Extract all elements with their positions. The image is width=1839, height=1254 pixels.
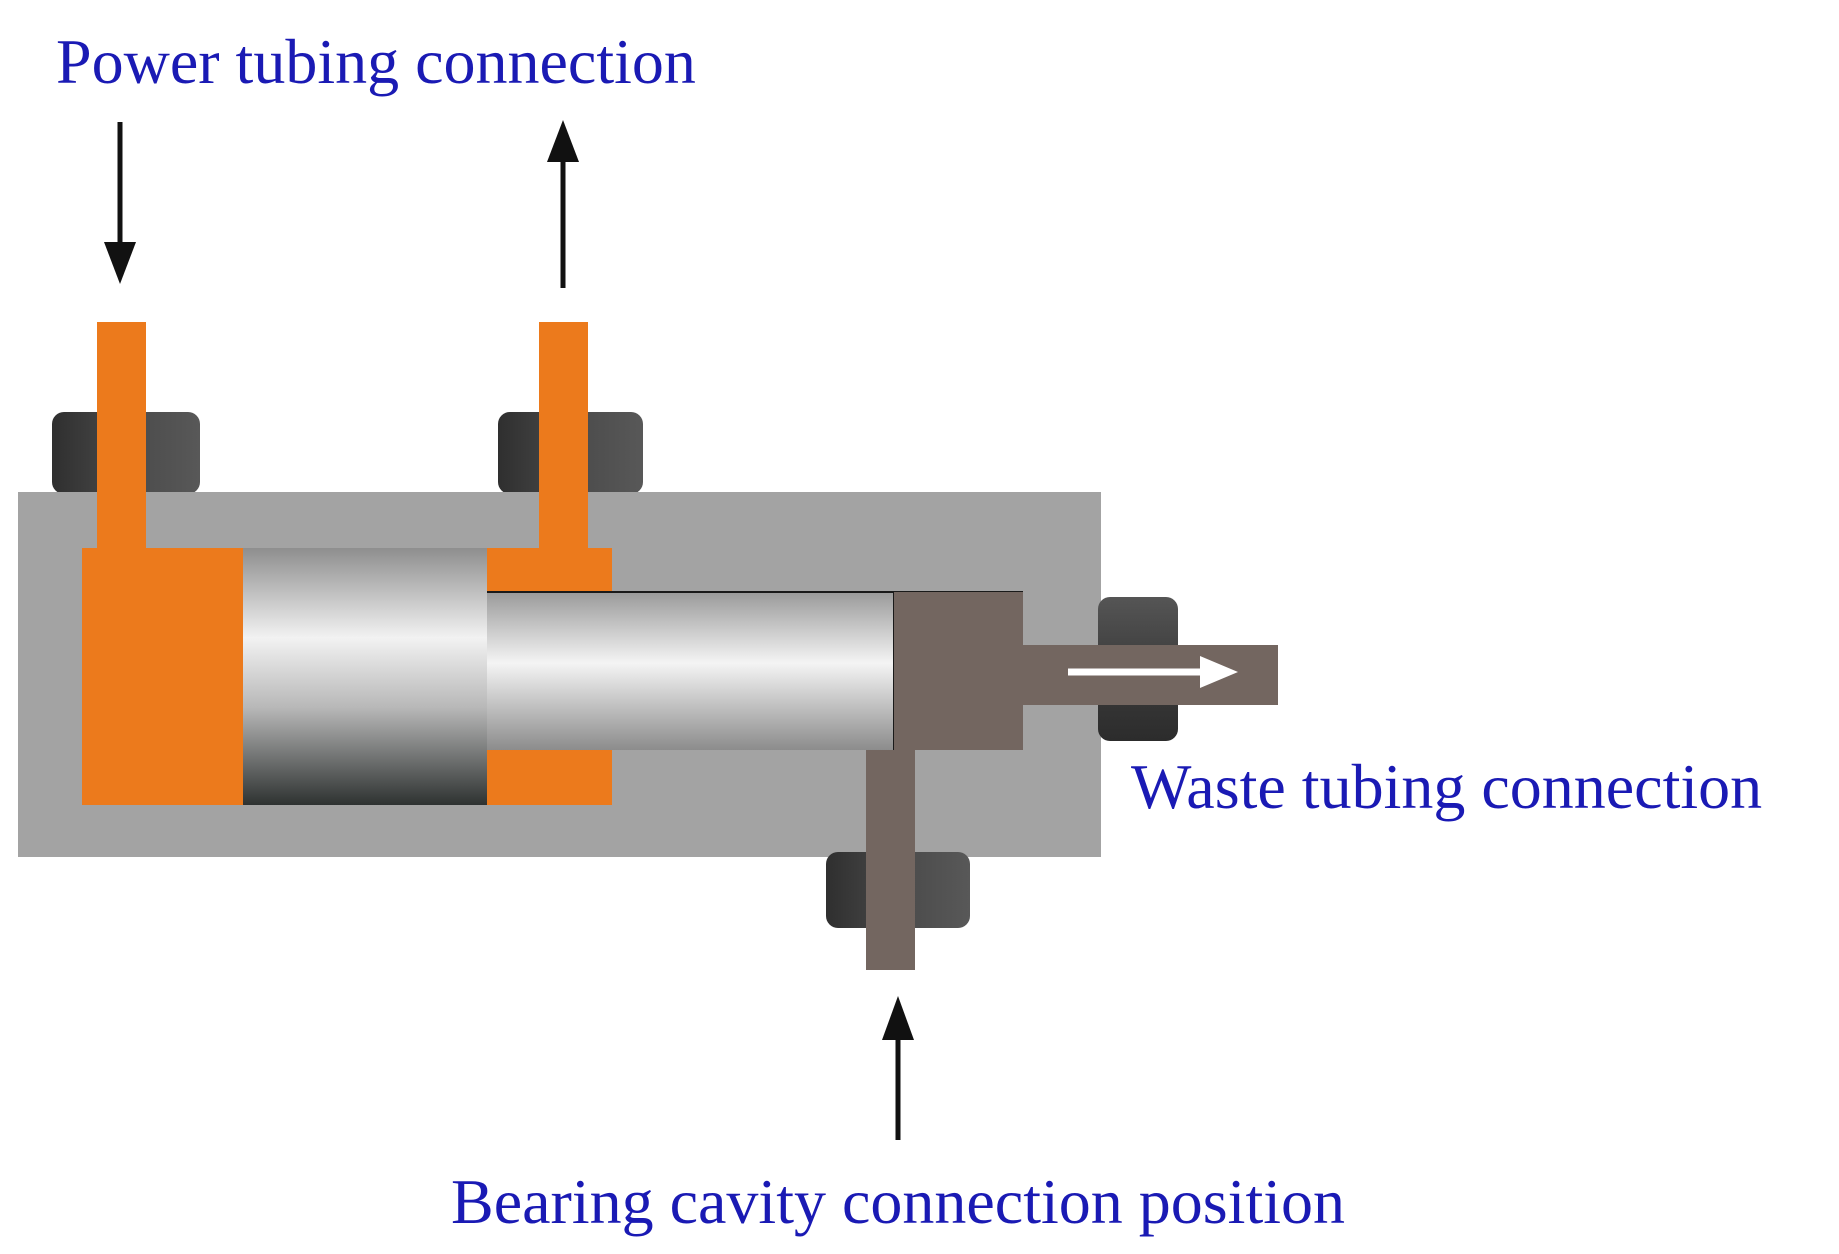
bearing-cavity-label: Bearing cavity connection position [451,1166,1345,1237]
piston [243,548,487,805]
arrow-up-icon-bearing [882,996,914,1040]
waste-tubing-label: Waste tubing connection [1131,751,1763,822]
power-inlet-fitting [82,322,243,805]
brown-head-block [866,592,1278,970]
power-outlet-fitting [487,322,612,592]
arrow-down-icon [104,242,136,284]
arrow-up-icon [547,120,579,162]
plunger [487,592,894,750]
power-tubing-label: Power tubing connection [56,26,696,97]
flow-arrow-head-icon [1200,656,1238,688]
lower-seal-block [487,750,612,805]
